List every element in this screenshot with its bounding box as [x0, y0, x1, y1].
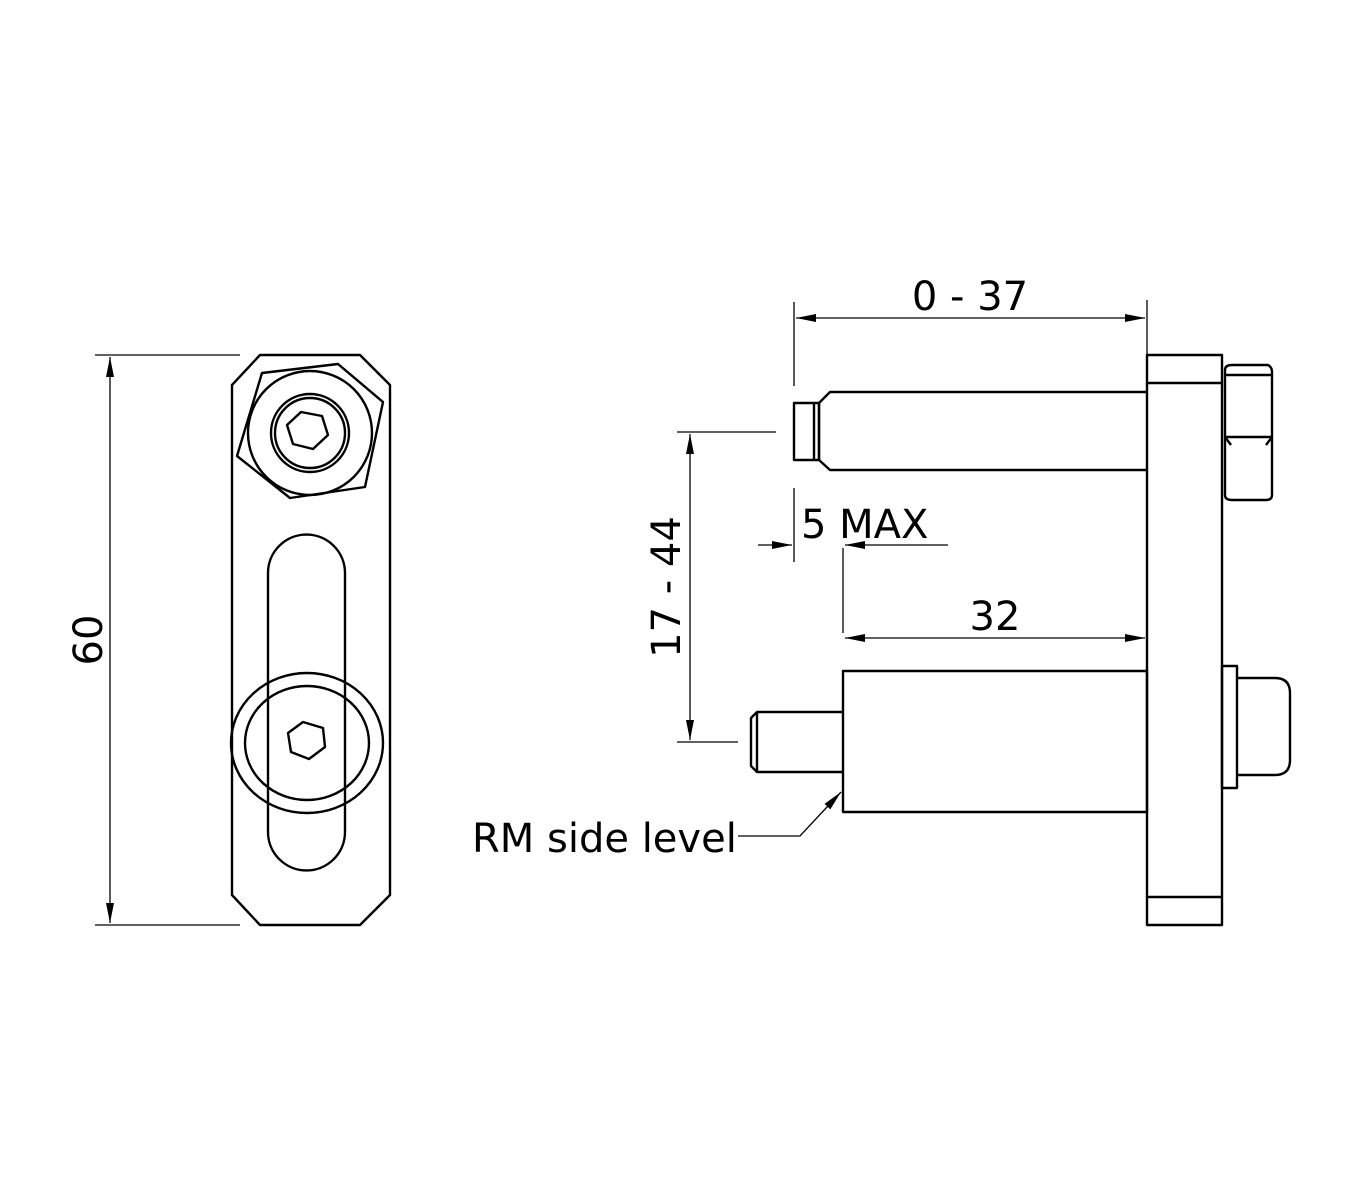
rm-side-level-callout: RM side level — [472, 791, 842, 862]
front-view — [229, 353, 392, 927]
dimension-60-label: 60 — [66, 615, 112, 666]
adjustment-slot — [266, 533, 347, 872]
hex-nut-icon — [235, 362, 385, 500]
nut-washer — [246, 369, 374, 497]
screw-head-outer — [269, 392, 351, 474]
bottom-screw-head — [243, 684, 371, 802]
rm-side-level-label: RM side level — [472, 816, 737, 862]
rear-cap — [1237, 676, 1292, 777]
side-view — [749, 353, 1292, 927]
dimension-stroke: 0 - 37 — [793, 274, 1148, 386]
plunger-pin — [749, 710, 843, 774]
dimension-offset: 5 MAX — [758, 488, 948, 633]
upper-pin — [817, 390, 1147, 472]
dimension-pin-spacing: 17 - 44 — [644, 431, 776, 743]
dimension-32-label: 32 — [970, 594, 1021, 640]
dimension-0-37-label: 0 - 37 — [912, 274, 1028, 320]
dimension-5-max-label: 5 MAX — [801, 502, 928, 548]
plate-outline — [230, 353, 392, 927]
dimension-17-44-label: 17 - 44 — [644, 516, 690, 658]
upper-pin-tip — [792, 401, 821, 462]
bottom-washer — [229, 671, 385, 815]
dimension-body-length: 32 — [845, 594, 1145, 642]
dimension-height: 60 — [66, 354, 240, 926]
rear-washer — [1220, 664, 1239, 790]
lock-nut — [1223, 363, 1274, 502]
plunger-body — [841, 669, 1149, 814]
hex-socket-icon — [285, 410, 330, 451]
hex-socket-icon — [286, 720, 327, 761]
flange — [1145, 353, 1224, 927]
screw-head-inner — [273, 396, 347, 470]
